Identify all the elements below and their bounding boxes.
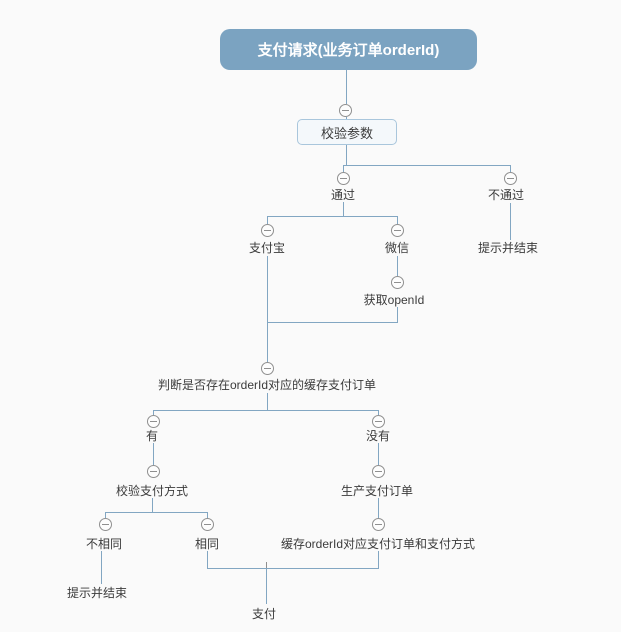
connector-line bbox=[207, 551, 208, 568]
minus-glyph bbox=[394, 230, 401, 231]
node-validate-params[interactable]: 校验参数 bbox=[297, 119, 397, 145]
node-has[interactable]: 有 bbox=[145, 429, 159, 443]
node-pass[interactable]: 通过 bbox=[330, 188, 356, 202]
connector-line bbox=[378, 410, 379, 415]
collapse-icon-cache-order[interactable] bbox=[372, 518, 385, 531]
connector-line bbox=[397, 307, 398, 322]
minus-glyph bbox=[264, 368, 271, 369]
minus-glyph bbox=[394, 282, 401, 283]
minus-glyph bbox=[204, 524, 211, 525]
node-verify-pay-method[interactable]: 校验支付方式 bbox=[115, 484, 189, 498]
node-get-openid[interactable]: 获取openId bbox=[363, 293, 425, 307]
collapse-icon-validate-params[interactable] bbox=[339, 104, 352, 117]
collapse-icon-get-openid[interactable] bbox=[391, 276, 404, 289]
connector-line bbox=[397, 256, 398, 276]
minus-glyph bbox=[375, 421, 382, 422]
node-fail-hint-end[interactable]: 提示并结束 bbox=[477, 241, 539, 255]
connector-line bbox=[207, 512, 208, 518]
collapse-icon-check-cache[interactable] bbox=[261, 362, 274, 375]
node-not-same[interactable]: 不相同 bbox=[85, 537, 123, 551]
connector-line bbox=[153, 410, 154, 415]
node-create-order[interactable]: 生产支付订单 bbox=[340, 484, 414, 498]
minus-glyph bbox=[375, 471, 382, 472]
connector-line bbox=[378, 551, 379, 568]
node-fail[interactable]: 不通过 bbox=[487, 188, 525, 202]
connector-line bbox=[397, 216, 398, 224]
connector-line bbox=[267, 322, 398, 323]
collapse-icon-verify-pay-method[interactable] bbox=[147, 465, 160, 478]
node-wechat[interactable]: 微信 bbox=[384, 241, 410, 255]
collapse-icon-has-not[interactable] bbox=[372, 415, 385, 428]
minus-glyph bbox=[102, 524, 109, 525]
connector-line bbox=[101, 551, 102, 584]
connector-line bbox=[346, 70, 347, 104]
connector-line bbox=[346, 117, 347, 120]
minus-glyph bbox=[340, 178, 347, 179]
collapse-icon-alipay[interactable] bbox=[261, 224, 274, 237]
connector-line bbox=[152, 498, 153, 512]
collapse-icon-pass[interactable] bbox=[337, 172, 350, 185]
minus-glyph bbox=[264, 230, 271, 231]
node-not-same-hint-end[interactable]: 提示并结束 bbox=[66, 586, 128, 600]
connector-line bbox=[267, 216, 398, 217]
minus-glyph bbox=[342, 110, 349, 111]
connector-line bbox=[267, 393, 268, 410]
minus-glyph bbox=[150, 471, 157, 472]
connector-line bbox=[207, 568, 379, 569]
collapse-icon-create-order[interactable] bbox=[372, 465, 385, 478]
connector-line bbox=[266, 568, 267, 604]
collapse-icon-same[interactable] bbox=[201, 518, 214, 531]
junction-tick bbox=[266, 562, 267, 568]
connector-line bbox=[343, 165, 511, 166]
connector-line bbox=[267, 322, 268, 362]
connector-line bbox=[105, 512, 106, 518]
node-has-not[interactable]: 没有 bbox=[365, 429, 391, 443]
connector-line bbox=[267, 216, 268, 224]
node-alipay[interactable]: 支付宝 bbox=[248, 241, 286, 255]
collapse-icon-wechat[interactable] bbox=[391, 224, 404, 237]
node-cache-order[interactable]: 缓存orderId对应支付订单和支付方式 bbox=[280, 537, 476, 551]
connector-line bbox=[153, 410, 379, 411]
collapse-icon-not-same[interactable] bbox=[99, 518, 112, 531]
node-root[interactable]: 支付请求(业务订单orderId) bbox=[220, 29, 477, 70]
connector-line bbox=[343, 165, 344, 172]
connector-line bbox=[346, 145, 347, 165]
connector-line bbox=[343, 202, 344, 216]
connector-line bbox=[510, 203, 511, 240]
minus-glyph bbox=[375, 524, 382, 525]
collapse-icon-has[interactable] bbox=[147, 415, 160, 428]
connector-line bbox=[267, 256, 268, 322]
connector-line bbox=[510, 165, 511, 172]
minus-glyph bbox=[507, 178, 514, 179]
connector-line bbox=[105, 512, 208, 513]
collapse-icon-fail[interactable] bbox=[504, 172, 517, 185]
node-same[interactable]: 相同 bbox=[194, 537, 220, 551]
connector-line bbox=[378, 443, 379, 465]
minus-glyph bbox=[150, 421, 157, 422]
node-pay[interactable]: 支付 bbox=[251, 607, 277, 621]
connector-line bbox=[153, 443, 154, 465]
node-check-cache[interactable]: 判断是否存在orderId对应的缓存支付订单 bbox=[157, 378, 377, 392]
connector-line bbox=[378, 498, 379, 518]
